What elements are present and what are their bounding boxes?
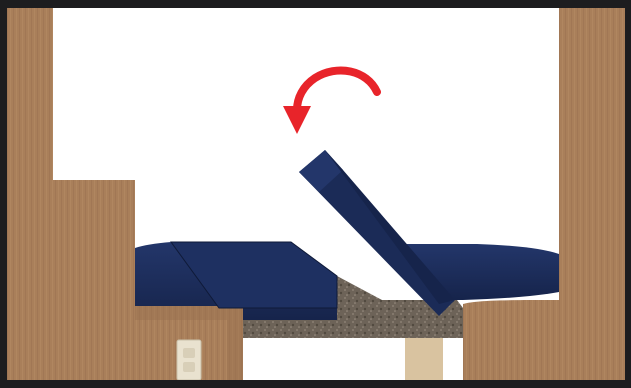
cabinet-post bbox=[405, 338, 443, 380]
wall-outlet-icon bbox=[177, 340, 201, 380]
illustration-svg bbox=[7, 8, 625, 380]
illustration-scene bbox=[7, 8, 625, 380]
